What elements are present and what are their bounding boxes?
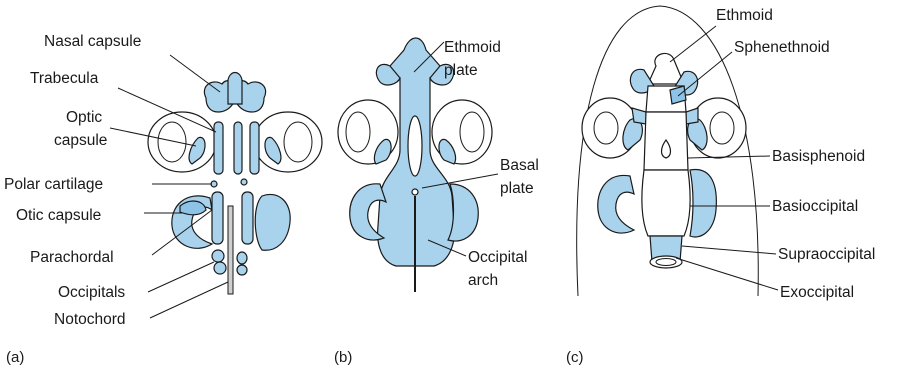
label-optic-line1: Optic bbox=[66, 109, 102, 126]
label-otic-capsule: Otic capsule bbox=[16, 207, 101, 224]
panel-label-b: (b) bbox=[334, 349, 352, 366]
hypophyseal-fenestra bbox=[408, 116, 422, 176]
notochord bbox=[228, 206, 233, 294]
label-optic-line2: capsule bbox=[54, 132, 107, 149]
label-basal-plate-line2: plate bbox=[500, 180, 534, 197]
orbital-piece-c-right2 bbox=[686, 108, 698, 124]
label-ethmoid-plate-line1: Ethmoid bbox=[444, 39, 501, 56]
panel-b: Ethmoid plate Basal plate Occipital arch… bbox=[334, 38, 539, 366]
label-occipital-arch-line1: Occipital bbox=[468, 249, 527, 266]
otic-capsule-c-left bbox=[598, 175, 634, 233]
polar-cartilage-right bbox=[241, 179, 247, 185]
trabecula-center bbox=[234, 122, 242, 174]
occipital-right-2 bbox=[237, 265, 247, 275]
label-trabecula: Trabecula bbox=[30, 70, 99, 87]
notochord-foramen bbox=[412, 189, 418, 195]
parachordal-right bbox=[242, 192, 253, 244]
label-occipitals: Occipitals bbox=[58, 284, 125, 301]
label-basisphenoid: Basisphenoid bbox=[772, 148, 865, 165]
trabecula-left bbox=[214, 122, 223, 174]
label-ethmoid: Ethmoid bbox=[716, 7, 773, 24]
label-basal-plate-line1: Basal bbox=[500, 157, 539, 174]
panel-label-a: (a) bbox=[6, 349, 24, 366]
label-notochord: Notochord bbox=[54, 311, 126, 328]
sphenethmoid-highlight bbox=[670, 86, 686, 104]
occipital-left-1 bbox=[212, 250, 224, 262]
ethmoid-bone bbox=[648, 53, 684, 84]
label-nasal-capsule: Nasal capsule bbox=[44, 33, 141, 50]
panel-c: Ethmoid Sphenethnoid Basisphenoid Basioc… bbox=[566, 6, 875, 366]
occipital-right-1 bbox=[237, 252, 247, 264]
label-occipital-arch-line2: arch bbox=[468, 272, 498, 289]
label-exoccipital: Exoccipital bbox=[780, 284, 854, 301]
label-ethmoid-plate-line2: plate bbox=[444, 62, 478, 79]
occipital-left-2 bbox=[214, 262, 226, 274]
foramen-magnum bbox=[650, 256, 682, 268]
label-basioccipital: Basioccipital bbox=[772, 198, 858, 215]
orbital-piece-c-left2 bbox=[632, 108, 646, 124]
label-supraoccipital: Supraoccipital bbox=[778, 246, 875, 263]
panel-label-c: (c) bbox=[566, 349, 584, 366]
label-parachordal: Parachordal bbox=[30, 249, 114, 266]
basioccipital-bone bbox=[642, 170, 690, 236]
otic-capsule-right bbox=[255, 194, 290, 250]
label-sphenethmoid: Sphenethnoid bbox=[734, 39, 830, 56]
otic-capsule-c-right bbox=[690, 169, 716, 237]
parachordal-left bbox=[212, 192, 223, 244]
label-polar-cartilage: Polar cartilage bbox=[4, 176, 103, 193]
trabecula-right bbox=[250, 122, 259, 174]
otic-capsule-left-inner bbox=[180, 201, 206, 215]
nasal-center bbox=[228, 73, 242, 105]
panel-a: Nasal capsule Trabecula Optic capsule Po… bbox=[4, 33, 322, 366]
